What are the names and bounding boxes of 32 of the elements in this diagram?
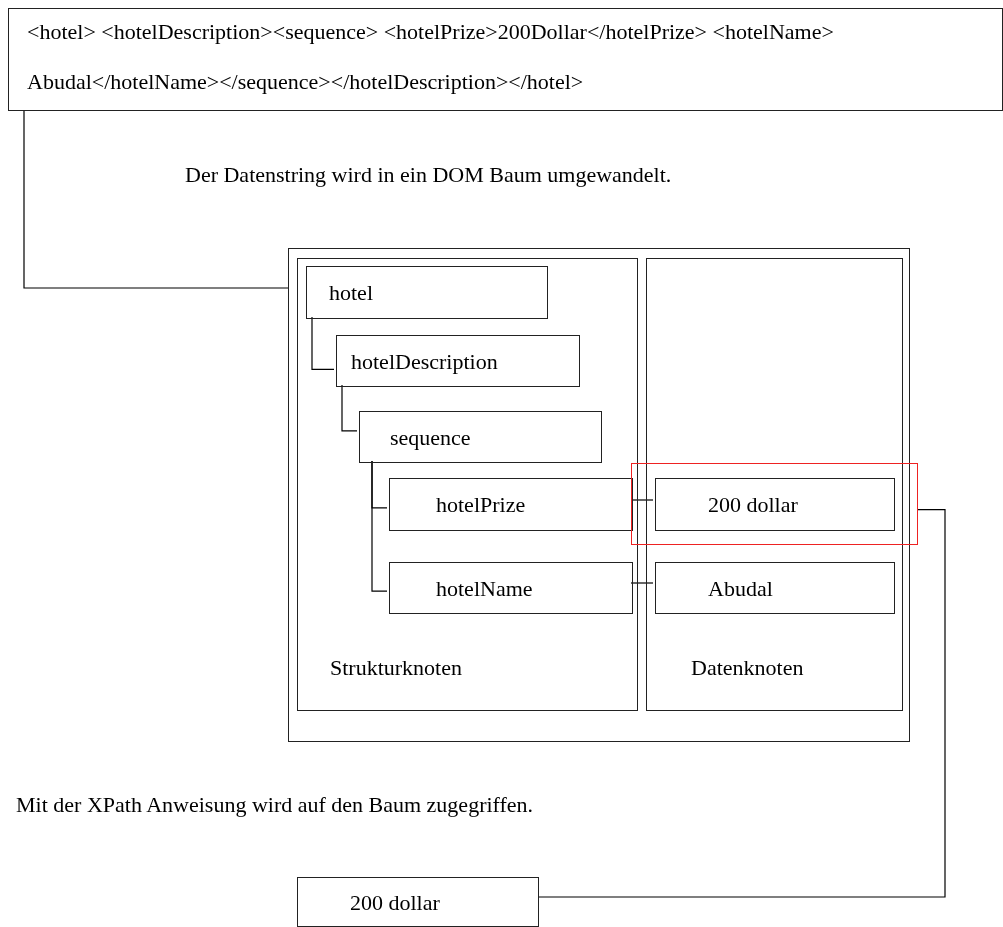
structure-panel <box>297 258 638 711</box>
connector-line <box>371 460 388 592</box>
node-label: hotelName <box>436 576 533 602</box>
node-label: Datenknoten <box>691 655 804 681</box>
element-node-box <box>359 411 602 463</box>
element-node-box <box>306 266 548 319</box>
connector-line <box>538 508 946 898</box>
connector-line <box>23 110 289 289</box>
data-node-box <box>655 478 895 531</box>
connector-line <box>630 499 654 501</box>
result-box <box>297 877 539 927</box>
connector-line <box>630 582 654 584</box>
connector-line <box>341 384 358 432</box>
node-label: 200 dollar <box>350 890 440 916</box>
note-text: Der Datenstring wird in ein DOM Baum umgewandelt. <box>185 162 672 188</box>
node-label: hotelPrize <box>436 492 526 518</box>
element-node-box <box>336 335 580 387</box>
node-label: Strukturknoten <box>330 655 462 681</box>
element-node-box <box>389 562 633 614</box>
node-label: Abudal <box>708 576 773 602</box>
connector-line <box>311 316 335 370</box>
node-label: sequence <box>390 425 471 451</box>
node-label: hotel <box>329 280 373 306</box>
xml-string-box <box>8 8 1003 111</box>
data-panel <box>646 258 903 711</box>
element-node-box <box>389 478 633 531</box>
node-label: <hotel> <hotelDescription><sequence> <hotelPrize>200Dollar</hotelPrize> <hotelName> Abudal</hotelName></sequence></hotelDescription></hotel> <box>27 18 835 96</box>
note-text: Mit der XPath Anweisung wird auf den Baum zugegriffen. <box>16 792 534 818</box>
highlight-box <box>631 463 918 545</box>
node-label: 200 dollar <box>708 492 798 518</box>
data-node-box <box>655 562 895 614</box>
node-label: hotelDescription <box>351 349 498 375</box>
